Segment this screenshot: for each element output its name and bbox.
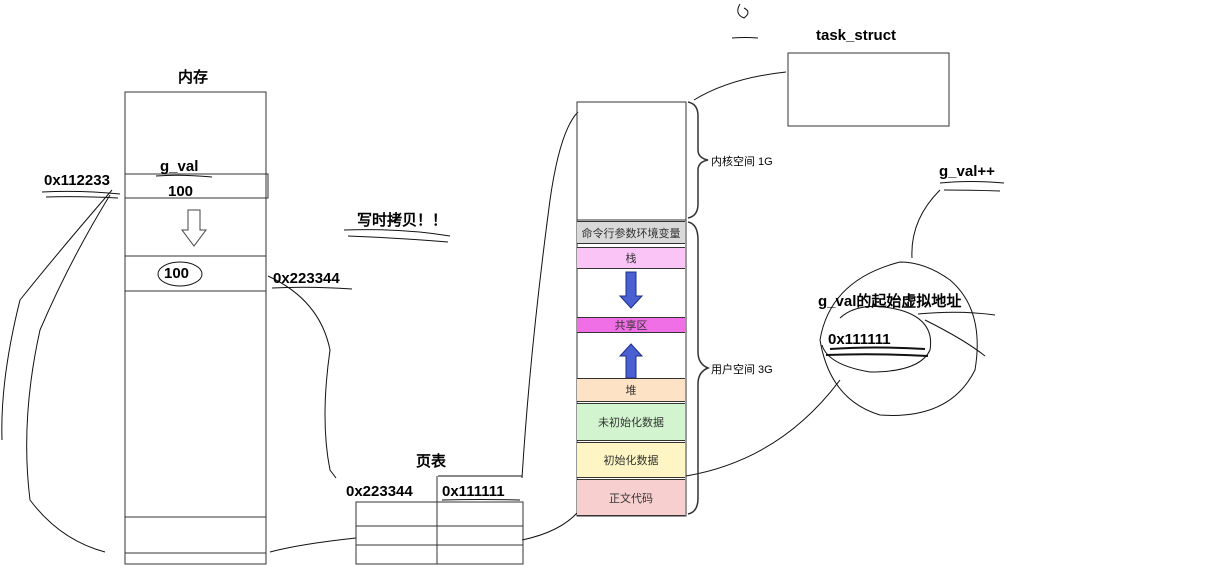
kernel-brace [687,101,709,219]
memory-cell-bottom [124,516,267,554]
new-value-circle [157,261,203,287]
memory-cell-new [124,255,267,292]
annotation-loop [819,261,978,416]
page-table-title: 页表 [416,453,447,470]
segment-shared: 共享区 [577,317,685,333]
old-address-label: 0x112233 [44,172,110,189]
underline [939,181,1005,184]
connector-curve [685,379,841,477]
new-value-label: 100 [164,265,190,282]
connector-curve [917,311,996,316]
underline [155,174,213,178]
underline [943,189,1001,192]
new-address-label: 0x223344 [273,270,340,287]
user-brace [687,221,711,515]
underline [731,37,759,39]
copy-on-write-label: 写时拷贝！！ [357,212,448,229]
segment-bss: 未初始化数据 [577,403,685,441]
annotation-loop [821,305,932,373]
underline [343,229,451,237]
connector-curve [924,319,986,357]
task-struct-label: task_struct [816,27,897,44]
start-virtual-addr-label: g_val的起始虚拟地址 [818,293,962,310]
connector-curve [26,194,111,553]
segment-data: 初始化数据 [577,442,685,478]
connector-curve [521,511,579,541]
task-struct-box [787,52,950,127]
underline [829,346,926,350]
segment-stack: 栈 [577,247,685,269]
segment-cmdline-env: 命令行参数环境变量 [577,221,685,244]
increment-label: g_val++ [939,163,995,180]
address-space-box [576,101,687,517]
segment-heap: 堆 [577,378,685,402]
connector-curve [521,111,579,479]
memory-title: 内存 [178,69,209,86]
connector-curve [269,537,357,553]
heap-grow-up-icon [618,343,644,379]
connector-curve [911,189,941,259]
underline [347,235,449,243]
memory-cell-old [124,173,269,199]
var-name-label: g_val [160,158,199,175]
underline [825,353,929,357]
stack-grow-down-icon [618,271,644,309]
segment-text: 正文代码 [577,479,685,516]
connector-curve [693,71,787,101]
virtual-address-value: 0x111111 [828,331,891,348]
underline [271,286,353,290]
underline [45,196,119,199]
underline [41,190,121,195]
page-table-physical-addr: 0x223344 [346,483,413,500]
connector-curve [267,275,337,479]
memory-box [124,91,267,565]
page-table-virtual-addr: 0x111111 [442,483,505,500]
connector-curve [1,189,113,441]
user-space-label: 用户空间 3G [711,364,773,376]
underline [441,499,521,501]
scribble [737,3,749,19]
page-table [355,501,524,565]
old-value-label: 100 [168,183,194,200]
copy-arrow-icon [181,209,207,247]
kernel-space-label: 内核空间 1G [711,156,773,168]
